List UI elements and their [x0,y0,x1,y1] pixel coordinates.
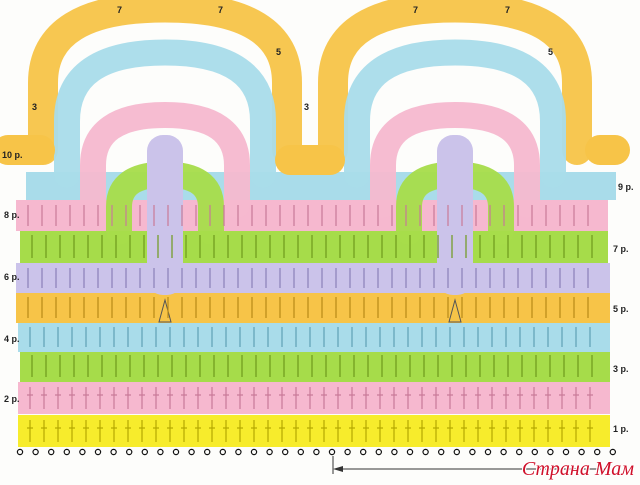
chain-stitch [125,448,133,456]
row-label-10: 10 р. [2,150,23,160]
chain-stitch [469,448,476,456]
row-label-4: 4 р. [4,334,20,344]
chain-stitch [360,448,367,456]
repeat-arrow [332,456,605,474]
row-band-5 [16,292,610,323]
chain-stitch [344,448,351,456]
row-band-6 [16,263,610,293]
chain-stitch [375,448,382,456]
chain-stitch [500,448,507,456]
chain-stitch [48,448,55,456]
arch-row-10 [318,0,592,165]
arches [0,0,630,323]
chain-stitch [110,448,117,456]
chain-stitch [391,448,398,456]
chain-stitch [172,448,180,456]
chain-stitch [188,448,195,456]
picot-label: 5 [548,47,553,57]
row-label-6: 6 р. [4,272,20,282]
chain-stitch [609,448,617,456]
arch-row-9 [54,39,276,188]
picot-label: 7 [117,5,122,15]
chain-stitch [313,448,320,456]
center-column [437,135,473,295]
chain-stitch [297,448,304,456]
picot-label: 7 [505,5,510,15]
chain-stitch [453,448,460,456]
picot-label: 7 [413,5,418,15]
row-label-1: 1 р. [613,424,629,434]
row-band-4 [18,322,610,352]
chain-stitch [250,448,258,456]
chain-stitch [141,448,148,456]
watermark: Страна Мам [521,458,634,480]
chain-stitch [578,448,585,456]
chain-stitch [422,448,429,456]
chain-stitch [547,448,554,456]
arch-row-9 [344,39,566,188]
chain-stitch [438,448,445,456]
chain-stitch [235,448,242,456]
chain-stitch [157,448,164,456]
chain-stitch [531,448,539,456]
arch-row-10 [28,0,302,165]
row-label-3: 3 р. [613,364,629,374]
cluster-stitch [448,298,462,323]
chain-stitch [16,448,24,456]
row-label-2: 2 р. [4,394,20,404]
picot-label: 3 [304,102,309,112]
chain-stitch [516,448,523,456]
row-band-3 [20,350,610,382]
chain-stitch [484,448,492,456]
center-column [147,135,183,295]
chain-stitch [266,448,273,456]
picot-label: 7 [218,5,223,15]
stitches [27,205,593,442]
row-label-5: 5 р. [613,304,629,314]
arch-row-8 [80,101,250,218]
row-label-7: 7 р. [613,244,629,254]
row-label-9: 9 р. [618,182,634,192]
chain-stitch [594,448,601,456]
chain-stitch [79,448,86,456]
row-label-8: 8 р. [4,210,20,220]
chain-stitch [406,448,414,456]
chain-stitch [219,448,226,456]
picot-label: 5 [276,47,281,57]
chain-stitch [562,448,570,456]
chain-stitch [328,448,336,456]
arch-row-8 [370,101,540,218]
chain-stitch [203,448,211,456]
chain-stitch [32,448,39,456]
row-band-1 [18,415,610,447]
chain-stitch [94,448,102,456]
picot-label: 3 [32,102,37,112]
chain-stitch [282,448,289,456]
chain-stitch [63,448,71,456]
foundation-chain [16,448,617,456]
row-band-2 [18,382,610,414]
